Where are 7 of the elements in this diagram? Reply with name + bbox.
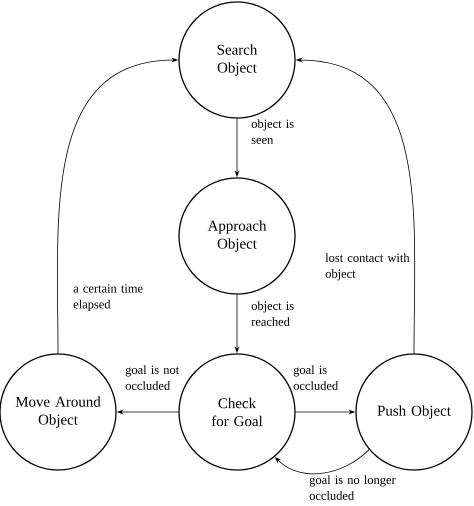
edge-label: a certain time elapsed: [74, 284, 143, 312]
edge-label: goal is not occluded: [126, 365, 180, 390]
edge-label: lost contact with object: [325, 253, 410, 280]
edge-label: object is reached: [251, 301, 294, 326]
edge-label: object is seen: [252, 119, 294, 144]
edge-label: goal is occluded: [294, 365, 338, 390]
edge-label: goal is no longer occluded: [310, 475, 396, 500]
